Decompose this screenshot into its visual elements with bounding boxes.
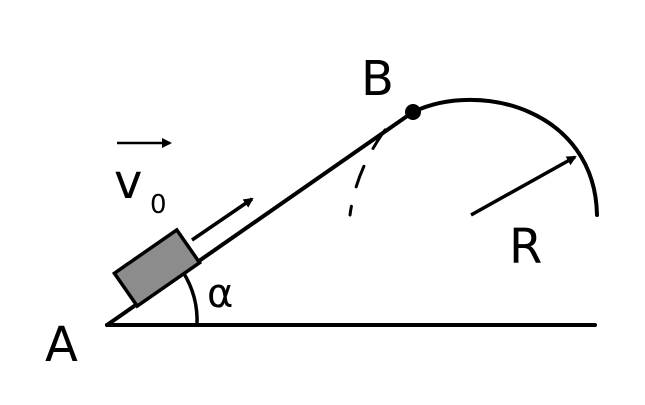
angle-arc [181,271,199,326]
label-velocity: v [114,154,142,210]
radius-arrow [470,155,577,217]
circular-arc [411,97,599,217]
label-velocity-subscript: 0 [150,190,167,220]
point-b-dot [405,104,421,120]
label-b: B [361,51,394,107]
block [111,227,203,309]
label-r: R [509,219,542,275]
label-a: A [45,317,78,373]
tangent-dashed-line [348,128,387,217]
velocity-arrow [191,197,254,242]
label-alpha: α [207,271,233,317]
